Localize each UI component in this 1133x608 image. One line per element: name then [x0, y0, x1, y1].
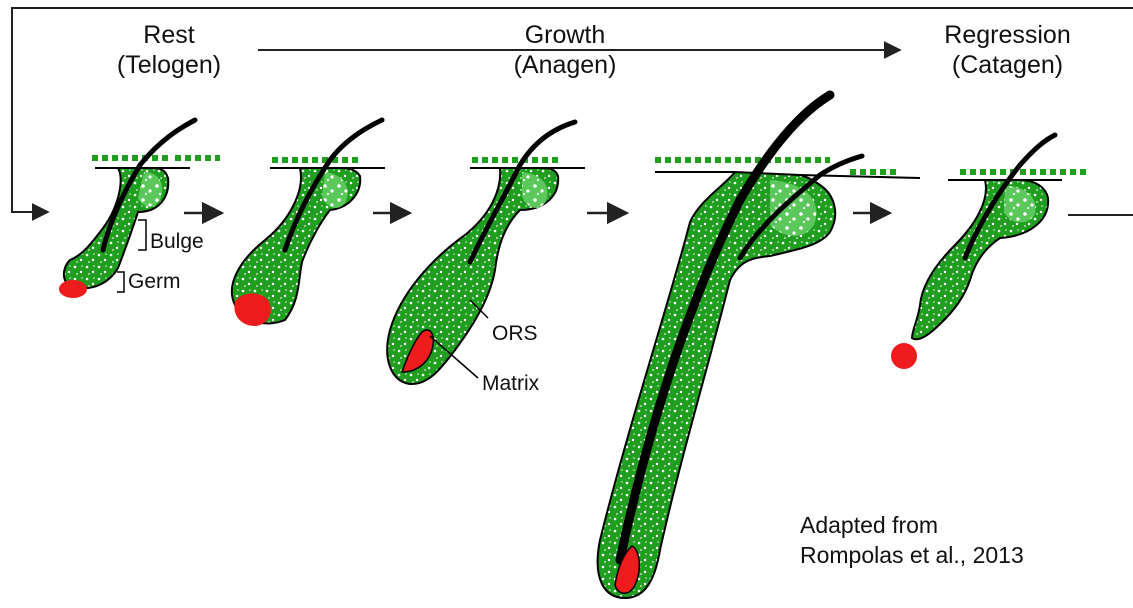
follicle-catagen	[891, 135, 1088, 369]
stage-growth-name: Growth	[495, 20, 635, 50]
credit-line-2: Rompolas et al., 2013	[800, 540, 1024, 570]
dermal-papilla	[59, 280, 87, 298]
stage-regression-phase: (Catagen)	[925, 50, 1090, 80]
stage-regression-name: Regression	[925, 20, 1090, 50]
stage-regression-title: Regression (Catagen)	[925, 20, 1090, 80]
germ-label: Germ	[128, 270, 181, 294]
dermal-papilla	[891, 343, 917, 369]
stage-rest-title: Rest (Telogen)	[110, 20, 228, 80]
ors-label: ORS	[492, 322, 538, 346]
credit-line-1: Adapted from	[800, 510, 1024, 540]
matrix-label: Matrix	[482, 372, 539, 396]
credit-text: Adapted from Rompolas et al., 2013	[800, 510, 1024, 570]
germ-bracket	[117, 272, 124, 292]
follicle-anagen-mid	[387, 122, 585, 384]
bulge-bracket	[138, 220, 146, 250]
follicle-anagen-early	[232, 120, 385, 326]
stage-rest-phase: (Telogen)	[110, 50, 228, 80]
stage-growth-title: Growth (Anagen)	[495, 20, 635, 80]
dermal-papilla	[234, 293, 270, 326]
stage-rest-name: Rest	[110, 20, 228, 50]
stage-growth-phase: (Anagen)	[495, 50, 635, 80]
bulge-label: Bulge	[150, 230, 204, 254]
